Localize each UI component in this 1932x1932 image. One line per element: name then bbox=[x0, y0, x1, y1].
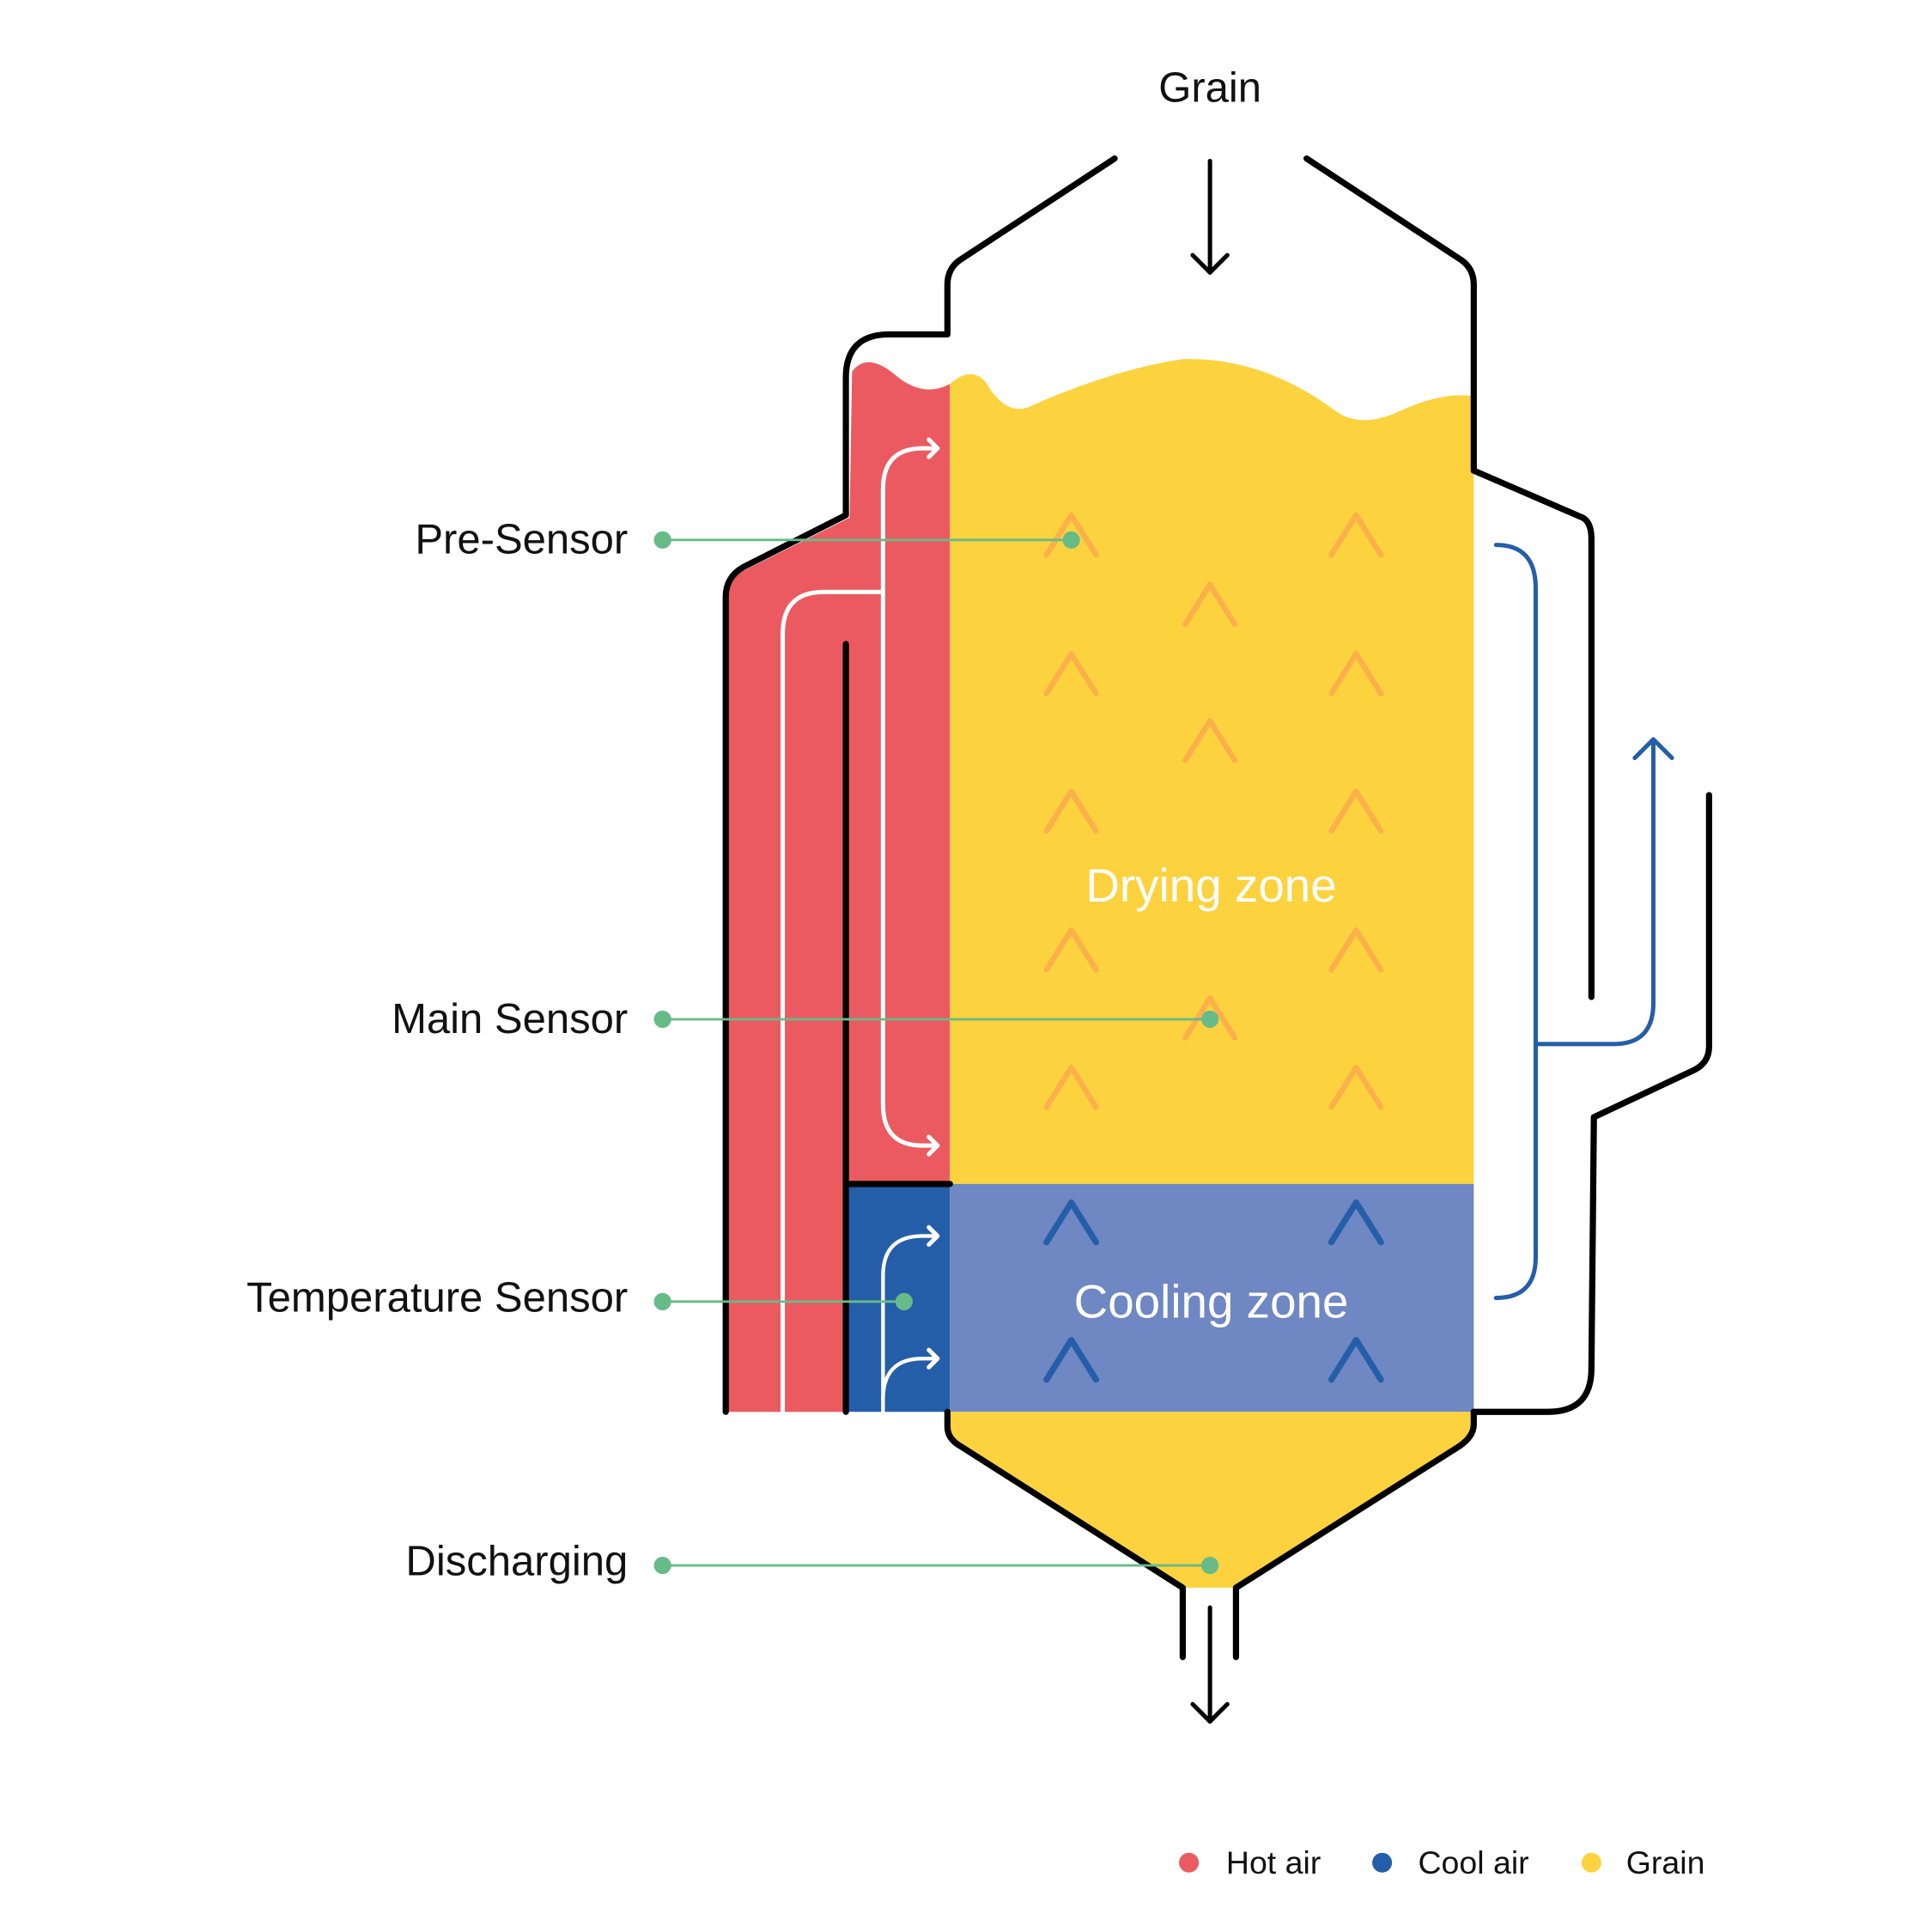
cooling-airflow-chevrons bbox=[1043, 1199, 1384, 1383]
sensor-label: Pre-Sensor bbox=[415, 517, 628, 563]
hot-air-flow-arrows bbox=[781, 437, 940, 1427]
sensor-dot bbox=[653, 1010, 671, 1029]
exhaust-outline bbox=[1470, 792, 1712, 1415]
legend-hot-air-swatch bbox=[1179, 1852, 1200, 1873]
cooling-zone bbox=[950, 1183, 1474, 1413]
sensor-dot bbox=[653, 1292, 671, 1310]
sensor-dot bbox=[653, 1556, 671, 1575]
sensor-dot bbox=[895, 1292, 913, 1310]
airflow-chevron-icon bbox=[1043, 1199, 1100, 1246]
sensor-discharging: Discharging bbox=[405, 1539, 1219, 1585]
legend-hot-air-label: Hot air bbox=[1226, 1844, 1321, 1880]
airflow-chevron-icon bbox=[1327, 1199, 1384, 1246]
discharge-hopper bbox=[950, 1412, 1474, 1589]
airflow-chevron-icon bbox=[1328, 651, 1384, 696]
grain-input-label: Grain bbox=[1158, 64, 1261, 111]
exhaust-arrow-icon bbox=[1632, 737, 1674, 761]
airflow-chevron-icon bbox=[1043, 1065, 1099, 1110]
legend-cool-air-swatch bbox=[1372, 1852, 1393, 1873]
exhaust-pipe bbox=[1493, 543, 1674, 1301]
airflow-chevron-icon bbox=[1182, 995, 1238, 1041]
airflow-chevron-icon bbox=[1182, 718, 1238, 763]
dryer-outline-right bbox=[1303, 155, 1595, 1000]
sensor-label: Main Sensor bbox=[392, 996, 628, 1042]
sensor-dot bbox=[1062, 531, 1080, 549]
drying-zone bbox=[950, 359, 1474, 1184]
drying-airflow-chevrons bbox=[1043, 512, 1384, 1110]
discharge-arrow-icon bbox=[1190, 1605, 1230, 1724]
drying-zone-label: Drying zone bbox=[1085, 859, 1336, 912]
airflow-chevron-icon bbox=[1327, 1336, 1384, 1383]
cool-air-flow-arrows bbox=[881, 1224, 940, 1507]
airflow-chevron-icon bbox=[1328, 1065, 1384, 1110]
airflow-chevron-icon bbox=[1328, 512, 1384, 558]
airflow-chevron-icon bbox=[1328, 927, 1384, 973]
airflow-chevron-icon bbox=[1043, 651, 1099, 696]
legend-grain-label: Grain bbox=[1626, 1844, 1705, 1880]
airflow-chevron-icon bbox=[1043, 512, 1099, 558]
sensor-dot bbox=[653, 531, 671, 549]
airflow-chevron-icon bbox=[1043, 1336, 1100, 1383]
legend-grain-swatch bbox=[1581, 1852, 1601, 1873]
hopper-outline bbox=[944, 1408, 1477, 1661]
cooling-zone-label: Cooling zone bbox=[1074, 1275, 1349, 1328]
airflow-chevron-icon bbox=[1043, 788, 1099, 835]
legend-cool-air-label: Cool air bbox=[1418, 1844, 1528, 1880]
legend: Hot air Cool air Grain bbox=[1179, 1844, 1704, 1880]
sensor-label: Temperature Sensor bbox=[246, 1274, 628, 1321]
sensor-main: Main Sensor bbox=[392, 996, 1219, 1042]
dryer-outline-left bbox=[722, 155, 1118, 1415]
grain-input-arrow-icon bbox=[1190, 158, 1230, 275]
airflow-chevron-icon bbox=[1328, 788, 1384, 835]
sensor-pre: Pre-Sensor bbox=[415, 517, 1080, 563]
sensor-temperature: Temperature Sensor bbox=[246, 1274, 913, 1321]
sensor-dot bbox=[1201, 1010, 1219, 1029]
sensor-label: Discharging bbox=[405, 1539, 628, 1585]
airflow-chevron-icon bbox=[1182, 581, 1238, 628]
sensor-dot bbox=[1201, 1556, 1219, 1575]
airflow-chevron-icon bbox=[1043, 927, 1099, 973]
